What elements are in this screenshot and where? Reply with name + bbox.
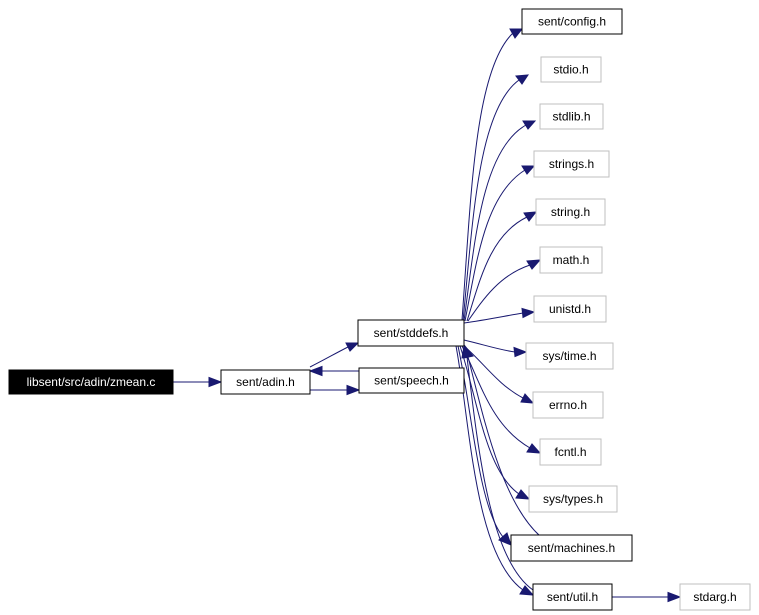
edge-stddefs-h-to-unistd-h bbox=[463, 307, 536, 324]
edge-util-h-to-stddefs-h bbox=[461, 344, 534, 591]
edge-stddefs-h-to-strings-h bbox=[464, 165, 536, 322]
node-string-h[interactable]: string.h bbox=[535, 198, 606, 226]
edge-util-h-to-stdarg-h bbox=[612, 591, 682, 603]
node-speech-h[interactable]: sent/speech.h bbox=[358, 367, 465, 394]
edge-adin-h-to-speech-h bbox=[310, 384, 361, 396]
node-config-h[interactable]: sent/config.h bbox=[521, 8, 623, 35]
node-math-h[interactable]: math.h bbox=[539, 246, 603, 274]
edge-stddefs-h-to-sys-time-h bbox=[463, 339, 528, 358]
node-strings-h[interactable]: strings.h bbox=[533, 150, 610, 178]
node-label: sent/stddefs.h bbox=[374, 326, 449, 340]
node-fcntl-h[interactable]: fcntl.h bbox=[539, 438, 602, 466]
node-label: stdio.h bbox=[553, 63, 588, 77]
node-stdarg-h[interactable]: stdarg.h bbox=[679, 583, 751, 611]
edge-stddefs-h-to-machines-h bbox=[457, 345, 512, 546]
node-unistd-h[interactable]: unistd.h bbox=[533, 295, 607, 323]
node-zmean-c[interactable]: libsent/src/adin/zmean.c bbox=[8, 369, 174, 395]
edge-stddefs-h-to-sys-types-h bbox=[459, 345, 531, 500]
edge-stddefs-h-to-stdlib-h bbox=[463, 120, 537, 322]
edge-stddefs-h-to-string-h bbox=[466, 211, 538, 322]
node-label: stdarg.h bbox=[693, 590, 736, 604]
edge-stddefs-h-to-config-h bbox=[461, 28, 524, 321]
node-label: string.h bbox=[551, 205, 590, 219]
node-label: stdlib.h bbox=[552, 110, 590, 124]
node-label: sys/time.h bbox=[542, 349, 596, 363]
node-label: fcntl.h bbox=[554, 445, 586, 459]
node-stdlib-h[interactable]: stdlib.h bbox=[539, 103, 604, 130]
node-label: sys/types.h bbox=[543, 492, 603, 506]
node-util-h[interactable]: sent/util.h bbox=[532, 583, 613, 611]
edge-stddefs-h-to-stdio-h bbox=[462, 74, 529, 322]
node-errno-h[interactable]: errno.h bbox=[532, 391, 604, 419]
edge-speech-h-to-adin-h bbox=[308, 365, 359, 377]
edge-stddefs-h-to-errno-h bbox=[463, 345, 535, 404]
node-machines-h[interactable]: sent/machines.h bbox=[510, 534, 633, 562]
node-label: sent/machines.h bbox=[528, 541, 615, 555]
node-label: math.h bbox=[553, 253, 590, 267]
edge-stddefs-h-to-math-h bbox=[467, 259, 542, 322]
node-label: sent/util.h bbox=[547, 590, 598, 604]
node-label: unistd.h bbox=[549, 302, 591, 316]
node-sys-time-h[interactable]: sys/time.h bbox=[525, 342, 614, 370]
node-stdio-h[interactable]: stdio.h bbox=[540, 56, 602, 83]
node-label: sent/speech.h bbox=[374, 374, 449, 388]
node-label: errno.h bbox=[549, 398, 587, 412]
node-sys-types-h[interactable]: sys/types.h bbox=[528, 485, 618, 513]
node-label: sent/adin.h bbox=[236, 375, 295, 389]
node-label: libsent/src/adin/zmean.c bbox=[27, 375, 156, 389]
node-label: strings.h bbox=[549, 157, 594, 171]
edge-adin-h-to-stddefs-h bbox=[309, 342, 360, 368]
node-stddefs-h[interactable]: sent/stddefs.h bbox=[357, 319, 465, 347]
edge-zmean-c-to-adin-h bbox=[173, 376, 223, 388]
node-adin-h[interactable]: sent/adin.h bbox=[220, 369, 311, 395]
node-label: sent/config.h bbox=[538, 15, 606, 29]
